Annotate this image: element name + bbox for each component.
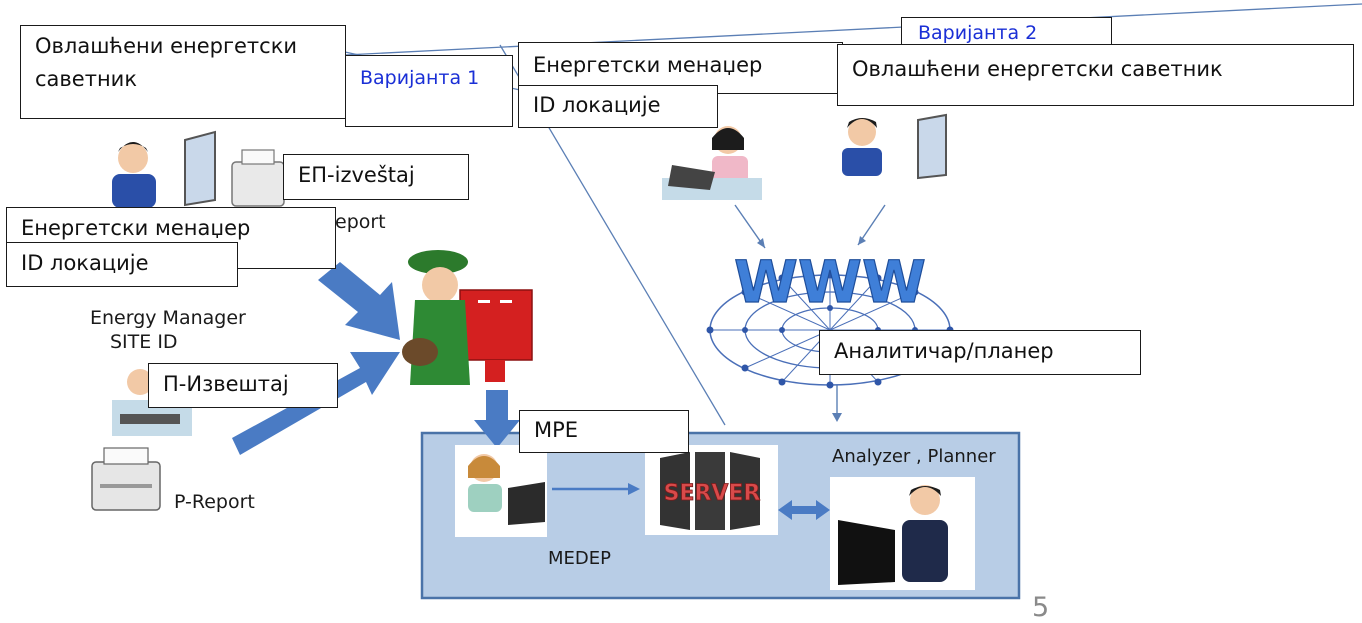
p-report-sr-box: П-Извештај xyxy=(148,363,338,408)
arrow-head-4 xyxy=(628,483,640,495)
mpe-label: МРЕ xyxy=(534,418,579,442)
arrow-head-1 xyxy=(757,238,765,248)
variant2-label: Варијанта 2 xyxy=(918,22,1038,44)
person-at-computer-icon xyxy=(662,126,762,200)
energy-manager-label: Енергетски менаџер xyxy=(21,216,251,240)
analyst-planner-label: Аналитичар/планер xyxy=(834,339,1054,363)
printer-icon xyxy=(91,447,161,511)
authorized-advisor-label: Овлашћени енергетски саветник xyxy=(852,57,1223,81)
ep-report-box: ЕП-izveštaj xyxy=(283,154,469,200)
www-text: WWW xyxy=(734,248,926,316)
arrow-head-3 xyxy=(832,413,842,422)
server-label: SERVER xyxy=(664,481,761,506)
medep-text: MEDEP xyxy=(548,548,611,569)
p-report-sr-label: П-Извештај xyxy=(163,372,289,396)
mpe-box: МРЕ xyxy=(519,410,689,453)
person-at-computer-icon xyxy=(455,445,547,537)
variant1-box: Варијанта 1 xyxy=(345,55,513,127)
site-id-english-text: SITE ID xyxy=(110,331,178,353)
site-id-box-right: ID локације xyxy=(518,85,718,128)
ep-report-label: ЕП-izveštaj xyxy=(298,163,415,187)
variant1-label: Варијанта 1 xyxy=(360,67,480,89)
authorized-advisor-box-right: Овлашћени енергетски саветник xyxy=(837,44,1354,106)
energy-manager-label: Енергетски менаџер xyxy=(533,53,763,77)
arrow-head-2 xyxy=(858,236,866,245)
energy-manager-english-text: Energy Manager xyxy=(90,307,246,329)
analyzer-planner-english-text: Analyzer , Planner xyxy=(832,446,996,467)
arrow-manager-to-postman xyxy=(318,262,400,340)
report-fragment-text: eport xyxy=(335,211,386,233)
printer-icon xyxy=(231,149,285,207)
authorized-advisor-label: Овлашћени енергетски саветник xyxy=(35,34,298,91)
arrow-postman-to-medep xyxy=(474,390,520,448)
person-at-computer-icon xyxy=(112,130,216,208)
site-id-box-left: ID локације xyxy=(6,242,238,287)
site-id-label: ID локације xyxy=(533,93,661,117)
server-icon xyxy=(645,445,778,535)
authorized-advisor-box-left: Овлашћени енергетски саветник xyxy=(20,25,346,119)
page-number: 5 xyxy=(1032,592,1050,623)
divider-line-top xyxy=(344,3,1362,56)
person-at-computer-icon xyxy=(842,113,947,180)
p-report-english-text: P-Report xyxy=(174,491,255,513)
site-id-label: ID локације xyxy=(21,251,149,275)
postman-mailbox-icon xyxy=(402,250,533,385)
analyst-at-computer-icon xyxy=(830,477,975,590)
analyst-planner-box: Аналитичар/планер xyxy=(819,330,1141,375)
double-arrow-server-analyst xyxy=(778,500,830,520)
